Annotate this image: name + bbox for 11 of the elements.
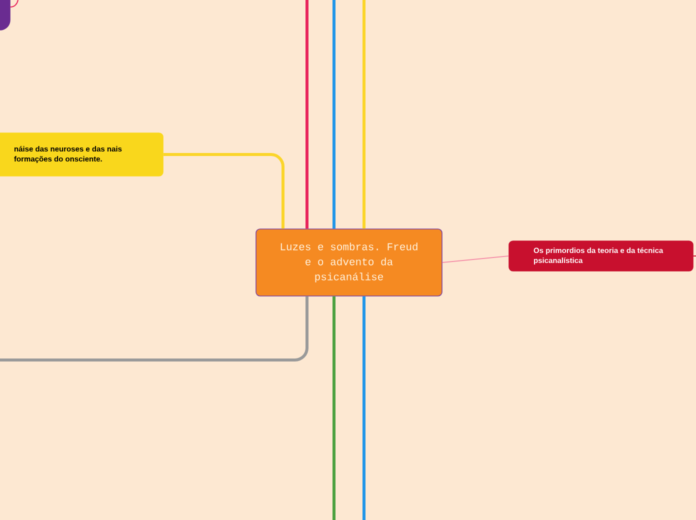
- central-topic-box: Luzes e sombras. Freud e o advento da psicanálise: [256, 228, 442, 296]
- branch-line: [332, 296, 336, 520]
- branch-line: [10, 0, 18, 8]
- branch-line: [362, 0, 366, 229]
- branch-line: [306, 0, 308, 229]
- branch-line: [332, 0, 336, 229]
- branch-line: [163, 153, 284, 229]
- branch-line: [442, 256, 510, 263]
- topic-box: [0, 0, 10, 30]
- branch-line: [362, 296, 366, 520]
- branch-line: [0, 296, 308, 362]
